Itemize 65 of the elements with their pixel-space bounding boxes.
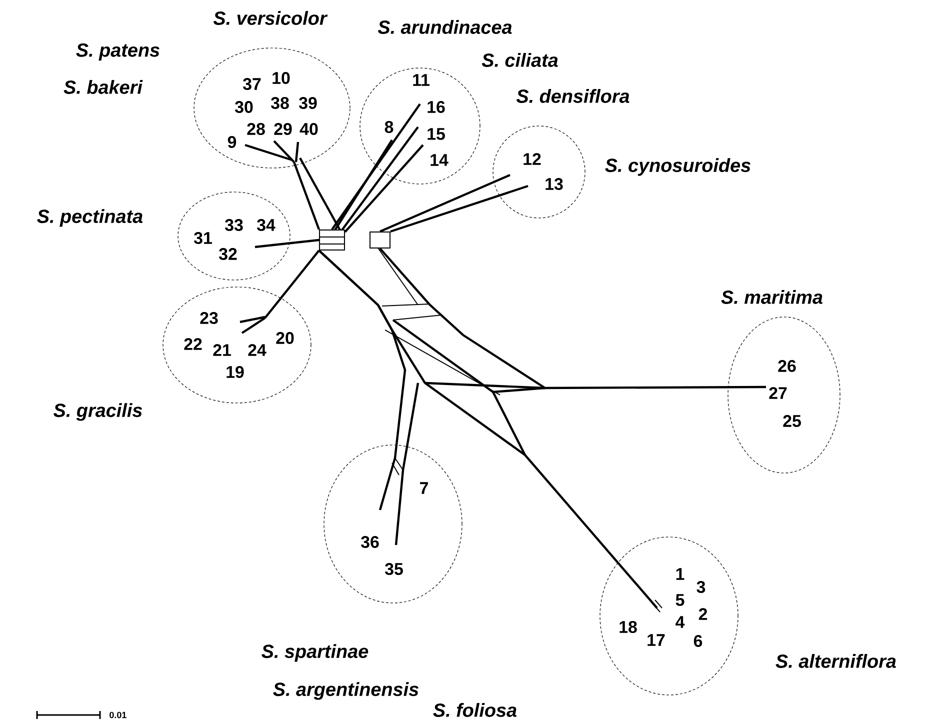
sample-number: 11	[413, 74, 430, 86]
sample-number: 9	[228, 136, 236, 148]
species-label: S. foliosa	[433, 703, 517, 717]
network-branch	[318, 250, 658, 609]
sample-number: 19	[226, 366, 244, 378]
sample-number: 22	[184, 338, 202, 350]
sample-number: 18	[620, 621, 637, 633]
network-branch	[390, 184, 528, 233]
sample-number: 7	[420, 482, 428, 494]
species-label: S. bakeri	[64, 80, 143, 94]
sample-number: 26	[778, 360, 796, 372]
network-branch	[254, 238, 320, 248]
sample-number: 6	[694, 635, 702, 647]
species-label: S. densiflora	[516, 89, 630, 103]
sample-number: 8	[384, 121, 394, 133]
sample-number: 12	[524, 153, 541, 165]
sample-number: 16	[428, 101, 445, 113]
sample-number: 17	[648, 634, 665, 646]
sample-number: 24	[248, 344, 266, 356]
sample-number: 27	[769, 387, 787, 399]
sample-number: 3	[696, 580, 706, 593]
sample-number: 15	[428, 128, 445, 140]
sample-number: 2	[698, 608, 708, 620]
sample-number: 4	[676, 616, 685, 628]
species-label: S. spartinae	[262, 644, 368, 662]
sample-number: 29	[274, 123, 292, 135]
network-branch	[264, 250, 320, 319]
species-label: S. maritima	[721, 290, 822, 304]
sample-number: 40	[300, 123, 318, 135]
sample-number: 34	[256, 218, 276, 231]
species-label: S. arundinacea	[378, 20, 512, 34]
species-label: S. pectinata	[37, 209, 143, 227]
sample-number: 1	[676, 568, 684, 580]
species-label: S. argentinensis	[273, 682, 418, 700]
sample-number: 36	[360, 536, 379, 548]
network-branch	[379, 248, 766, 390]
scale-label: 0.01	[110, 712, 126, 718]
sample-number: 39	[298, 96, 317, 109]
sample-number: 13	[546, 178, 563, 190]
sample-number: 30	[234, 100, 253, 113]
sample-number: 10	[272, 72, 290, 84]
sample-number: 20	[276, 332, 294, 344]
sample-number: 35	[384, 562, 403, 575]
sample-number: 14	[430, 154, 448, 166]
species-label: S. ciliata	[482, 53, 558, 67]
sample-number: 28	[247, 123, 265, 135]
species-label: S. alterniflora	[776, 654, 896, 668]
sample-number: 31	[194, 232, 212, 244]
reticulation-box	[370, 232, 390, 248]
species-label: S. gracilis	[54, 403, 142, 421]
species-label: S. versicolor	[213, 11, 328, 25]
sample-number: 38	[270, 96, 289, 109]
sample-number: 25	[783, 415, 801, 427]
network-branch	[292, 162, 320, 230]
sample-number: 21	[213, 344, 231, 356]
network-branch	[331, 103, 421, 230]
network-branch	[380, 174, 510, 232]
species-label: S. cynosuroides	[605, 158, 750, 176]
species-label: S. patens	[76, 43, 160, 61]
sample-number: 23	[200, 312, 218, 324]
sample-number: 32	[218, 248, 237, 260]
sample-number: 37	[242, 78, 261, 90]
reticulation-box	[319, 230, 345, 250]
sample-number: 5	[676, 594, 684, 606]
sample-number: 33	[224, 218, 243, 231]
